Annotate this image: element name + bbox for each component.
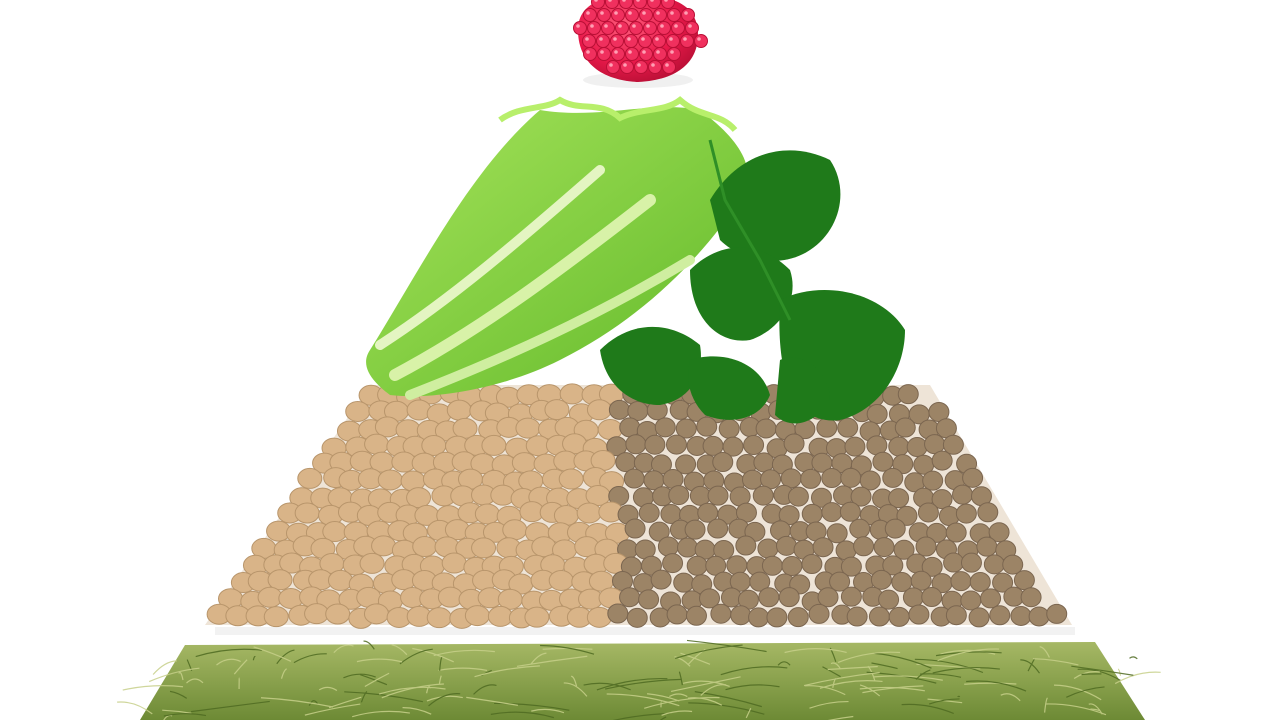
raspberry-icon xyxy=(573,0,708,88)
tier-divider xyxy=(215,627,1075,635)
hay-icon xyxy=(117,639,1161,720)
parsley-icon xyxy=(600,139,905,424)
romaine-lettuce-icon xyxy=(366,96,748,400)
pellets-icon xyxy=(205,382,1072,629)
